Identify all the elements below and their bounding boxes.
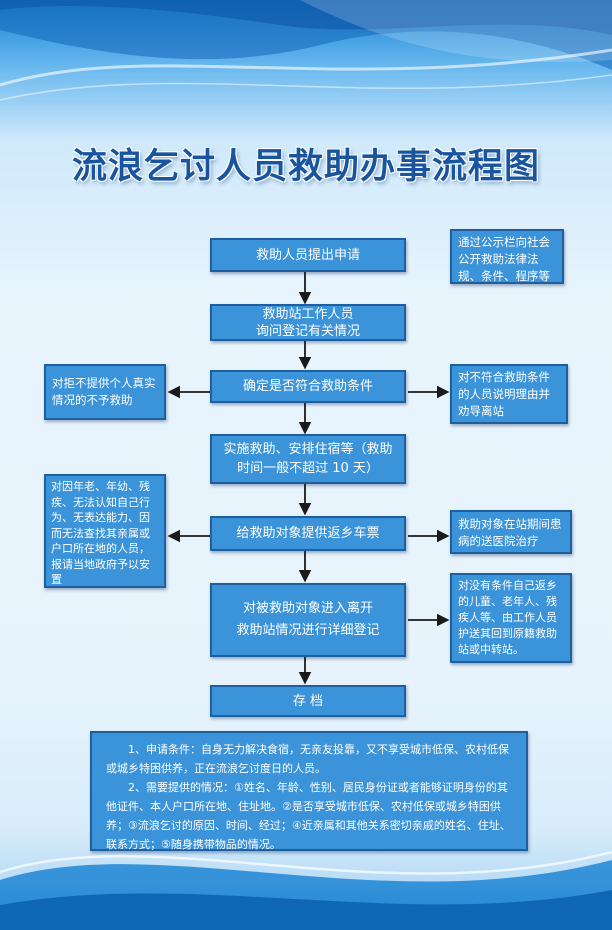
side-not-eligible: 对不符合救助条件的人员说明理由并劝导离站 [450, 364, 568, 424]
step-archive: 存 档 [210, 685, 406, 717]
step-register-line2: 救助站情况进行详细登记 [236, 623, 380, 638]
step-relief-line1: 实施救助、安排住宿等（救助 [223, 442, 393, 457]
notes-box: 1、申请条件：自身无力解决食宿，无亲友投靠，又不享受城市低保、农村低保或城乡特困… [90, 731, 528, 851]
step-inquiry: 救助站工作人员 询问登记有关情况 [210, 304, 406, 341]
side-refuse: 对拒不提供个人真实情况的不予救助 [44, 364, 166, 420]
step-inquiry-line2: 询问登记有关情况 [255, 323, 360, 339]
step-apply-label: 救助人员提出申请 [255, 247, 360, 263]
step-register: 对被救助对象进入离开 救助站情况进行详细登记 [210, 583, 406, 657]
step-apply: 救助人员提出申请 [210, 238, 406, 272]
step-ticket-label: 给救助对象提供返乡车票 [236, 526, 380, 541]
step-inquiry-line1: 救助站工作人员 [262, 306, 354, 322]
step-archive-label: 存 档 [292, 693, 324, 709]
note-application-conditions: 1、申请条件：自身无力解决食宿，无亲友投靠，又不享受城市低保、农村低保或城乡特困… [106, 743, 509, 775]
step-ticket: 给救助对象提供返乡车票 [210, 516, 406, 551]
side-sick: 救助对象在站期间患病的送医院治疗 [450, 510, 572, 554]
side-publicity: 通过公示栏向社会公开救助法律法规、条件、程序等 [450, 229, 564, 284]
note-required-information: 2、需要提供的情况：①姓名、年龄、性别、居民身份证或者能够证明身份的其他证件、本… [106, 781, 511, 851]
step-eligibility-label: 确定是否符合救助条件 [242, 379, 373, 394]
step-relief: 实施救助、安排住宿等（救助 时间一般不超过 10 天） [210, 434, 406, 484]
side-special: 对因年老、年幼、残疾、无法认知自己行为、无表达能力、因而无法查找其亲属或户口所在… [44, 474, 166, 588]
step-register-line1: 对被救助对象进入离开 [242, 601, 373, 616]
step-relief-line2: 时间一般不超过 10 天） [237, 461, 379, 476]
poster-title: 流浪乞讨人员救助办事流程图 [71, 147, 540, 187]
step-eligibility: 确定是否符合救助条件 [210, 370, 406, 403]
side-escort: 对没有条件自己返乡的儿童、老年人、残疾人等、由工作人员护送其回到原籍救助站或中转… [450, 573, 572, 663]
